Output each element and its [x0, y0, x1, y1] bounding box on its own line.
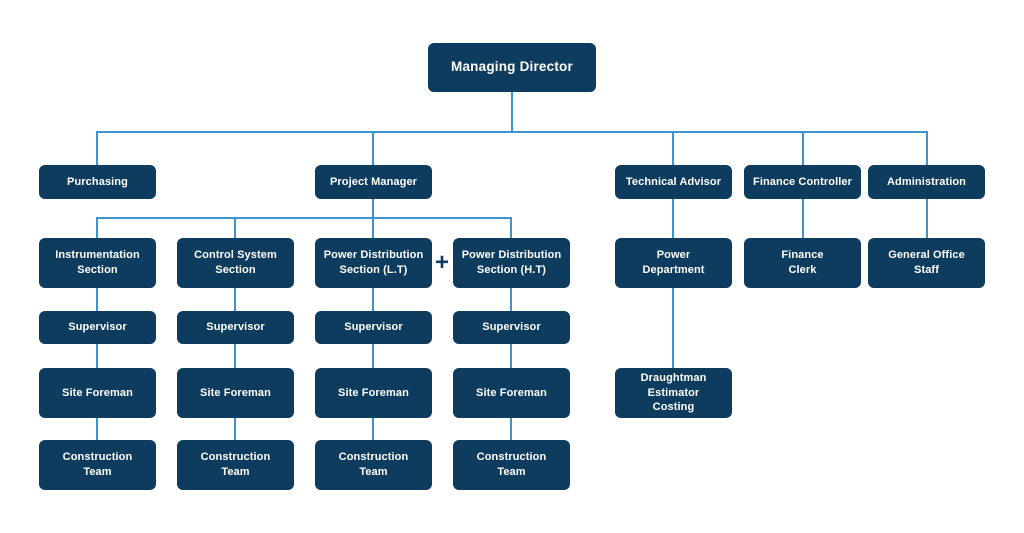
node-site-foreman-4: Site Foreman: [453, 368, 570, 418]
node-construction-team-4: Construction Team: [453, 440, 570, 490]
node-supervisor-1: Supervisor: [39, 311, 156, 344]
node-managing-director: Managing Director: [428, 43, 596, 92]
node-general-office-staff: General Office Staff: [868, 238, 985, 288]
node-supervisor-4: Supervisor: [453, 311, 570, 344]
node-site-foreman-2: Site Foreman: [177, 368, 294, 418]
node-technical-advisor: Technical Advisor: [615, 165, 732, 199]
node-construction-team-3: Construction Team: [315, 440, 432, 490]
node-draughtman-estimator-costing: Draughtman Estimator Costing: [615, 368, 732, 418]
node-instrumentation-section: Instrumentation Section: [39, 238, 156, 288]
node-control-system-section: Control System Section: [177, 238, 294, 288]
node-purchasing: Purchasing: [39, 165, 156, 199]
node-administration: Administration: [868, 165, 985, 199]
node-construction-team-1: Construction Team: [39, 440, 156, 490]
node-finance-controller: Finance Controller: [744, 165, 861, 199]
node-construction-team-2: Construction Team: [177, 440, 294, 490]
node-power-distribution-lt: Power Distribution Section (L.T): [315, 238, 432, 288]
node-site-foreman-3: Site Foreman: [315, 368, 432, 418]
plus-symbol: +: [434, 249, 449, 276]
node-power-distribution-ht: Power Distribution Section (H.T): [453, 238, 570, 288]
node-supervisor-2: Supervisor: [177, 311, 294, 344]
node-finance-clerk: Finance Clerk: [744, 238, 861, 288]
node-supervisor-3: Supervisor: [315, 311, 432, 344]
node-site-foreman-1: Site Foreman: [39, 368, 156, 418]
node-power-department: Power Department: [615, 238, 732, 288]
node-project-manager: Project Manager: [315, 165, 432, 199]
